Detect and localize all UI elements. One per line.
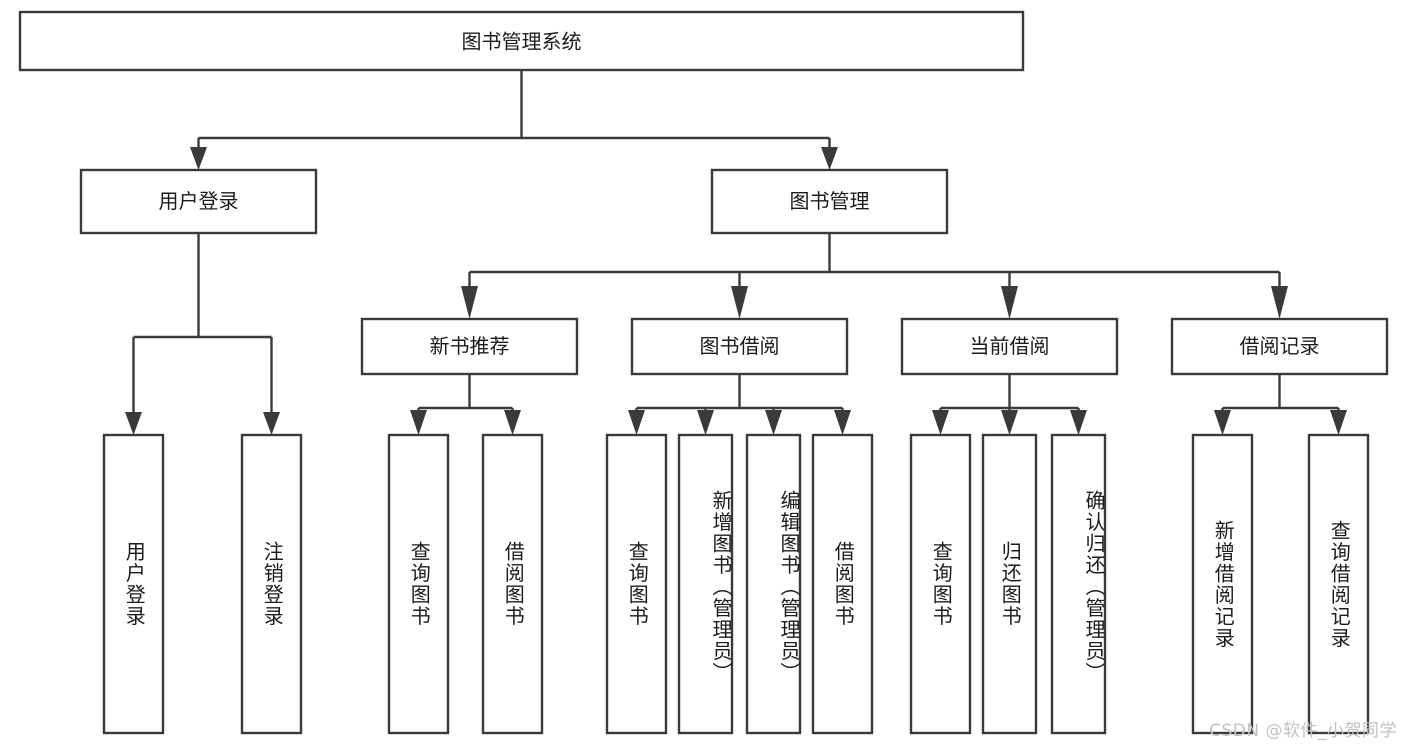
arrowhead-leaf-logout: [263, 412, 280, 435]
arrowhead-borrowrecord-leaf-2: [1330, 410, 1347, 435]
node-borrow-record-label: 借阅记录: [1240, 334, 1320, 358]
leaf-current-borrow-2[interactable]: [981, 433, 1038, 735]
arrowhead-currentborrow-leaf-3: [1070, 410, 1087, 435]
arrowhead-book-borrow: [731, 286, 748, 319]
node-book-management-label: 图书管理: [790, 189, 870, 213]
arrowhead-book-mgmt: [821, 147, 838, 170]
arrowhead-bookborrow-leaf-1: [628, 410, 645, 435]
node-user-login-label: 用户登录: [159, 189, 239, 213]
leaf-new-book-1[interactable]: [387, 433, 450, 735]
arrowhead-new-book: [461, 286, 478, 319]
leaf-book-borrow-1[interactable]: [605, 433, 668, 735]
arrowhead-user-login: [190, 147, 207, 170]
node-new-book-recommend-label: 新书推荐: [430, 334, 510, 358]
leaf-current-borrow-1[interactable]: [909, 433, 972, 735]
node-user-login[interactable]: [79, 168, 318, 235]
node-book-borrow[interactable]: [630, 317, 849, 376]
arrowhead-bookborrow-leaf-3: [765, 410, 782, 435]
arrowhead-bookborrow-leaf-4: [834, 410, 851, 435]
arrowhead-borrow-record: [1271, 286, 1288, 319]
node-root[interactable]: [18, 10, 1025, 72]
leaf-new-book-2[interactable]: [481, 433, 544, 735]
node-borrow-record[interactable]: [1170, 317, 1389, 376]
node-book-borrow-label: 图书借阅: [700, 334, 780, 358]
leaf-user-login-2[interactable]: [240, 433, 303, 735]
arrowhead-currentborrow-leaf-2: [1001, 410, 1018, 435]
node-book-management[interactable]: [710, 168, 949, 235]
connectors-layer: [125, 70, 1347, 435]
leaf-borrow-record-2[interactable]: [1307, 433, 1370, 735]
leaf-current-borrow-3[interactable]: [1050, 433, 1107, 735]
leaf-book-borrow-2[interactable]: [677, 433, 734, 735]
arrowhead-leaf-user-login: [125, 412, 142, 435]
node-new-book-recommend[interactable]: [360, 317, 579, 376]
arrowhead-newbook-leaf-2: [504, 410, 521, 435]
arrowhead-newbook-leaf-1: [410, 410, 427, 435]
node-current-borrow-label: 当前借阅: [970, 334, 1050, 358]
leaf-book-borrow-4[interactable]: [811, 433, 874, 735]
nodes-layer: 图书管理系统 用户登录 图书管理 新书推荐 图书借阅 当前借阅 借阅记录: [18, 10, 1389, 735]
csdn-watermark: CSDN @软件_小贺同学: [1209, 721, 1397, 741]
arrowhead-currentborrow-leaf-1: [932, 410, 949, 435]
leaf-borrow-record-1[interactable]: [1191, 433, 1254, 735]
node-current-borrow[interactable]: [900, 317, 1119, 376]
leaf-book-borrow-3[interactable]: [745, 433, 802, 735]
arrowhead-bookborrow-leaf-2: [697, 410, 714, 435]
node-root-label: 图书管理系统: [462, 30, 582, 54]
arrowhead-current-borrow: [1001, 286, 1018, 319]
arrowhead-borrowrecord-leaf-1: [1214, 410, 1231, 435]
leaf-user-login-1[interactable]: [102, 433, 165, 735]
